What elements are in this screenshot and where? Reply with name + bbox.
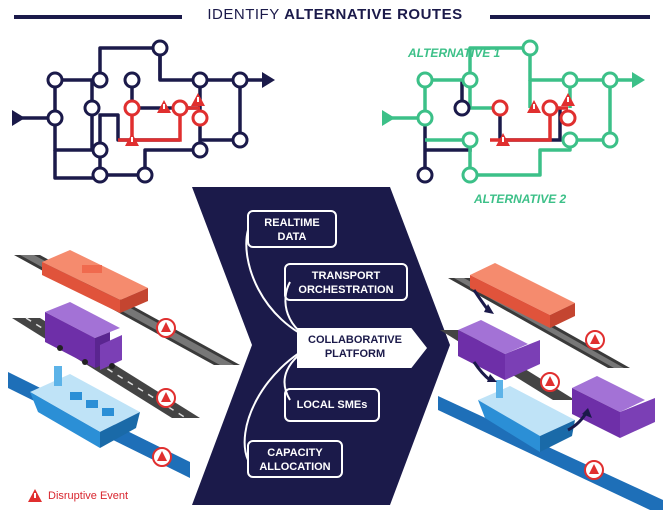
alternative-2-label: ALTERNATIVE 2 bbox=[474, 192, 567, 206]
node bbox=[461, 71, 479, 89]
title-part2: ALTERNATIVE ROUTES bbox=[284, 6, 463, 23]
platform-box-collaborative: COLLABORATIVE PLATFORM bbox=[297, 328, 427, 368]
node bbox=[191, 71, 209, 89]
warning-triangle-icon bbox=[191, 93, 205, 106]
truck-icon bbox=[458, 320, 540, 380]
entry-arrow-icon bbox=[12, 110, 25, 126]
warning-badge-icon bbox=[156, 388, 176, 408]
train-icon bbox=[42, 250, 148, 313]
warning-badge-icon bbox=[152, 447, 172, 467]
legend: Disruptive Event bbox=[28, 489, 128, 502]
node bbox=[136, 166, 154, 184]
ship-icon bbox=[30, 366, 140, 448]
exit-arrow-icon bbox=[632, 72, 645, 88]
node bbox=[171, 99, 189, 117]
right-network-nodes bbox=[416, 39, 619, 184]
node bbox=[231, 71, 249, 89]
page-title: IDENTIFY ALTERNATIVE ROUTES bbox=[190, 6, 480, 23]
platform-box-capacity-allocation: CAPACITY ALLOCATION bbox=[247, 440, 343, 478]
warning-triangle-icon bbox=[527, 100, 541, 113]
node bbox=[416, 71, 434, 89]
box-line: REALTIME bbox=[264, 217, 320, 229]
node bbox=[559, 109, 577, 127]
node bbox=[191, 141, 209, 159]
node bbox=[541, 99, 559, 117]
box-line: LOCAL SMEs bbox=[296, 399, 368, 411]
node bbox=[521, 39, 539, 57]
right-red-nodes bbox=[491, 99, 577, 127]
node bbox=[416, 109, 434, 127]
network-line bbox=[423, 80, 472, 175]
train-icon bbox=[470, 263, 575, 328]
box-line: COLLABORATIVE bbox=[308, 334, 402, 346]
warning-badge-icon bbox=[540, 372, 560, 392]
title-rule-left bbox=[14, 15, 182, 19]
header: IDENTIFY ALTERNATIVE ROUTES bbox=[0, 2, 663, 26]
platform-box-transport-orchestration: TRANSPORT ORCHESTRATION bbox=[284, 263, 408, 301]
warning-triangle-icon bbox=[157, 100, 171, 113]
node bbox=[231, 131, 249, 149]
arrow-heads bbox=[484, 304, 592, 418]
title-part1: IDENTIFY bbox=[207, 6, 280, 23]
box-line: PLATFORM bbox=[324, 348, 386, 360]
warning-badge-icon bbox=[156, 318, 176, 338]
entry-arrow-icon bbox=[382, 110, 395, 126]
node bbox=[453, 99, 471, 117]
node bbox=[416, 166, 434, 184]
node bbox=[461, 166, 479, 184]
ship-icon bbox=[478, 380, 575, 452]
truck-icon bbox=[572, 376, 655, 438]
network-line bbox=[98, 113, 180, 150]
node bbox=[561, 71, 579, 89]
node bbox=[91, 71, 109, 89]
right-water bbox=[438, 396, 663, 510]
node bbox=[83, 99, 101, 117]
node bbox=[561, 131, 579, 149]
node bbox=[46, 71, 64, 89]
warning-triangle-icon bbox=[28, 489, 42, 502]
network-line bbox=[53, 118, 202, 177]
node bbox=[91, 141, 109, 159]
box-line: CAPACITY bbox=[267, 447, 323, 459]
right-disrupted-route bbox=[490, 106, 568, 142]
warning-badge-icon bbox=[584, 460, 604, 480]
node bbox=[123, 71, 141, 89]
node bbox=[46, 109, 64, 127]
box-line: ALLOCATION bbox=[259, 461, 331, 473]
node bbox=[461, 131, 479, 149]
warning-triangle-icon bbox=[125, 133, 139, 146]
exit-arrow-icon bbox=[262, 72, 275, 88]
box-line: ORCHESTRATION bbox=[298, 284, 394, 296]
platform-box-local-smes: LOCAL SMEs bbox=[284, 388, 380, 422]
node bbox=[601, 71, 619, 89]
warning-triangle-icon bbox=[561, 93, 575, 106]
truck-icon bbox=[45, 302, 122, 370]
network-line bbox=[22, 46, 262, 120]
node bbox=[191, 109, 209, 127]
left-route-network bbox=[22, 46, 262, 180]
node bbox=[151, 39, 169, 57]
left-network-nodes bbox=[46, 39, 249, 184]
warning-triangle-icon bbox=[496, 133, 510, 146]
node bbox=[601, 131, 619, 149]
title-rule-right bbox=[490, 15, 650, 19]
platform-box-realtime-data: REALTIME DATA bbox=[247, 210, 337, 248]
right-navy-nodes bbox=[416, 99, 471, 184]
legend-label: Disruptive Event bbox=[48, 489, 129, 502]
alternative-1-label: ALTERNATIVE 1 bbox=[408, 46, 501, 60]
box-line: TRANSPORT bbox=[311, 270, 381, 282]
disrupted-line bbox=[490, 106, 568, 142]
box-line: DATA bbox=[277, 231, 307, 243]
node bbox=[491, 99, 509, 117]
node bbox=[91, 166, 109, 184]
node bbox=[123, 99, 141, 117]
alternative-route-line bbox=[385, 46, 632, 120]
left-red-nodes bbox=[123, 99, 209, 127]
alternative-route-line bbox=[425, 80, 612, 177]
warning-badge-icon bbox=[585, 330, 605, 350]
